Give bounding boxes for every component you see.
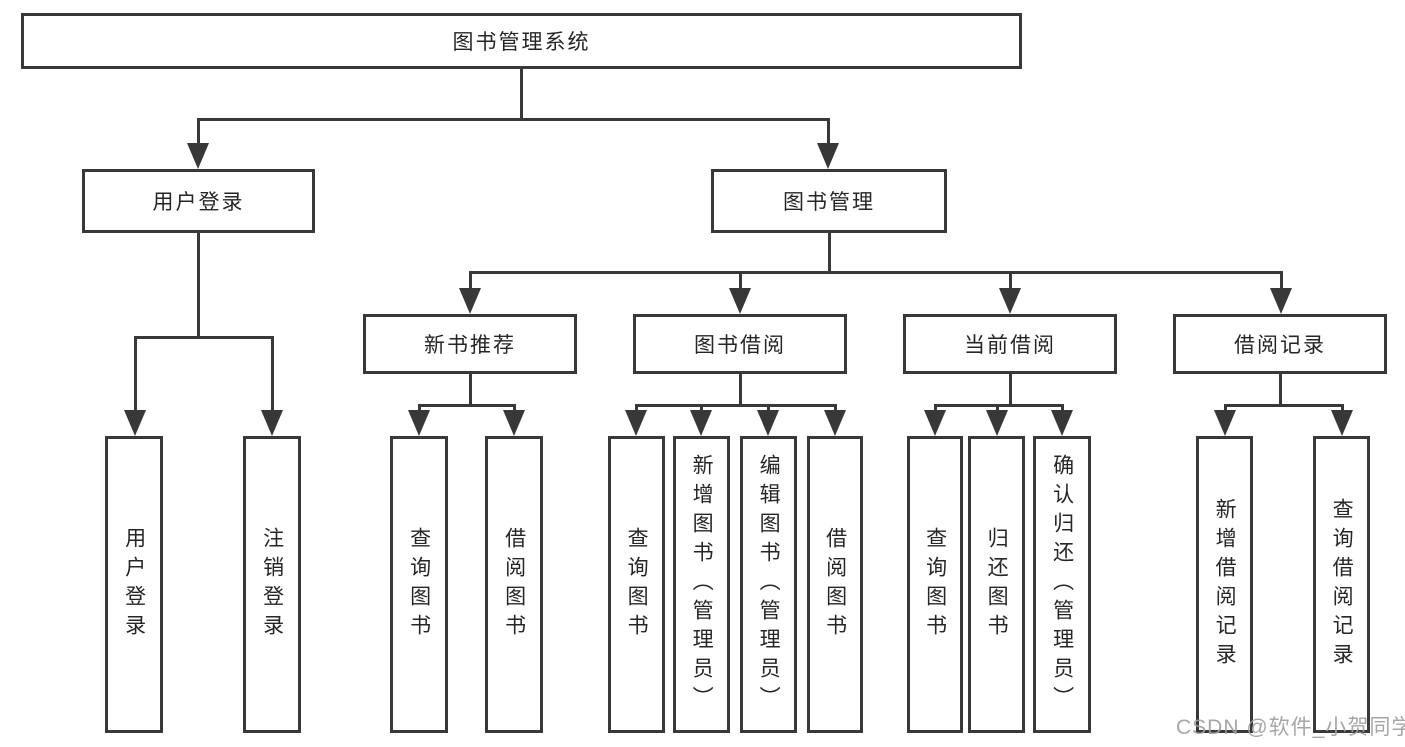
- arrow-down-icon: [690, 410, 712, 436]
- connector-line: [417, 403, 516, 407]
- connector-line: [827, 231, 831, 274]
- connector-line: [1278, 371, 1282, 407]
- arrow-down-icon: [924, 410, 946, 436]
- connector-line: [1223, 403, 1227, 412]
- arrow-down-icon: [817, 143, 839, 169]
- arrow-down-icon: [757, 410, 779, 436]
- connector-line: [933, 403, 937, 412]
- leaf-bb-query-book-label: 查询图书: [625, 526, 649, 643]
- connector-line: [468, 371, 472, 407]
- node-borrow-records-label: 借阅记录: [1234, 334, 1326, 357]
- connector-line: [1008, 371, 1012, 407]
- leaf-cb-query-book-label: 查询图书: [923, 526, 947, 643]
- node-root: 图书管理系统: [21, 13, 1022, 69]
- arrow-down-icon: [1270, 288, 1292, 314]
- node-current-borrow: 当前借阅: [903, 314, 1117, 374]
- leaf-rec-borrow-book: 借阅图书: [485, 436, 543, 733]
- leaf-logout: 注销登录: [243, 436, 301, 733]
- connector-line: [833, 403, 837, 412]
- leaf-bb-add-book-label: 新增图书（管理员）: [690, 454, 714, 715]
- connector-line: [133, 335, 274, 339]
- leaf-bb-borrow-book-label: 借阅图书: [823, 526, 847, 643]
- node-book-borrow-label: 图书借阅: [694, 334, 786, 357]
- leaf-br-query-record: 查询借阅记录: [1313, 436, 1370, 733]
- connector-line: [468, 270, 1283, 274]
- leaf-br-query-record-label: 查询借阅记录: [1330, 497, 1354, 672]
- connector-line: [826, 117, 830, 145]
- connector-line: [133, 335, 137, 412]
- connector-line: [634, 403, 638, 412]
- connector-line: [1008, 270, 1012, 290]
- connector-line: [468, 270, 472, 290]
- arrow-down-icon: [986, 410, 1008, 436]
- node-new-book-recommend: 新书推荐: [363, 314, 577, 374]
- connector-line: [933, 403, 1064, 407]
- leaf-bb-query-book: 查询图书: [608, 436, 665, 733]
- connector-line: [634, 403, 837, 407]
- arrow-down-icon: [124, 410, 146, 436]
- connector-line: [196, 231, 200, 339]
- csdn-watermark: CSDN @软件_小贺同学: [1176, 716, 1405, 739]
- arrow-down-icon: [1051, 410, 1073, 436]
- connector-line: [512, 403, 516, 412]
- leaf-logout-label: 注销登录: [260, 526, 284, 643]
- arrow-down-icon: [824, 410, 846, 436]
- node-root-label: 图书管理系统: [452, 31, 591, 54]
- node-user-login-label: 用户登录: [152, 191, 245, 214]
- leaf-user-login-label: 用户登录: [122, 526, 146, 643]
- leaf-cb-confirm-return: 确认归还（管理员）: [1033, 436, 1091, 733]
- leaf-cb-return-book-label: 归还图书: [985, 526, 1009, 643]
- connector-line: [738, 270, 742, 290]
- connector-line: [766, 403, 770, 412]
- arrow-down-icon: [408, 410, 430, 436]
- connector-line: [1279, 270, 1283, 290]
- arrow-down-icon: [261, 410, 283, 436]
- leaf-br-add-record-label: 新增借阅记录: [1213, 497, 1237, 672]
- leaf-cb-return-book: 归还图书: [968, 436, 1025, 733]
- connector-line: [1340, 403, 1344, 412]
- leaf-rec-query-book: 查询图书: [390, 436, 448, 733]
- leaf-bb-add-book: 新增图书（管理员）: [673, 436, 730, 733]
- arrow-down-icon: [999, 288, 1021, 314]
- arrow-down-icon: [1214, 410, 1236, 436]
- node-borrow-records: 借阅记录: [1173, 314, 1387, 374]
- connector-line: [270, 335, 274, 412]
- node-current-borrow-label: 当前借阅: [964, 334, 1056, 357]
- node-new-book-recommend-label: 新书推荐: [424, 334, 516, 357]
- leaf-rec-borrow-book-label: 借阅图书: [502, 526, 526, 643]
- leaf-bb-edit-book: 编辑图书（管理员）: [740, 436, 797, 733]
- arrow-down-icon: [1331, 410, 1353, 436]
- node-book-management-label: 图书管理: [783, 191, 875, 214]
- connector-line: [699, 403, 703, 412]
- arrow-down-icon: [459, 288, 481, 314]
- arrow-down-icon: [503, 410, 525, 436]
- leaf-rec-query-book-label: 查询图书: [407, 526, 431, 643]
- arrow-down-icon: [729, 288, 751, 314]
- node-book-borrow: 图书借阅: [633, 314, 847, 374]
- connector-line: [1223, 403, 1344, 407]
- node-book-management: 图书管理: [711, 169, 947, 233]
- arrow-down-icon: [187, 143, 209, 169]
- connector-line: [995, 403, 999, 412]
- leaf-br-add-record: 新增借阅记录: [1196, 436, 1253, 733]
- connector-line: [519, 67, 523, 121]
- leaf-cb-confirm-return-label: 确认归还（管理员）: [1050, 454, 1074, 715]
- leaf-bb-borrow-book: 借阅图书: [807, 436, 863, 733]
- connector-line: [196, 117, 200, 145]
- connector-line: [196, 117, 830, 121]
- connector-line: [417, 403, 421, 412]
- leaf-bb-edit-book-label: 编辑图书（管理员）: [757, 454, 781, 715]
- arrow-down-icon: [625, 410, 647, 436]
- node-user-login: 用户登录: [82, 169, 315, 233]
- connector-line: [738, 371, 742, 407]
- leaf-cb-query-book: 查询图书: [907, 436, 963, 733]
- connector-line: [1060, 403, 1064, 412]
- leaf-user-login: 用户登录: [105, 436, 163, 733]
